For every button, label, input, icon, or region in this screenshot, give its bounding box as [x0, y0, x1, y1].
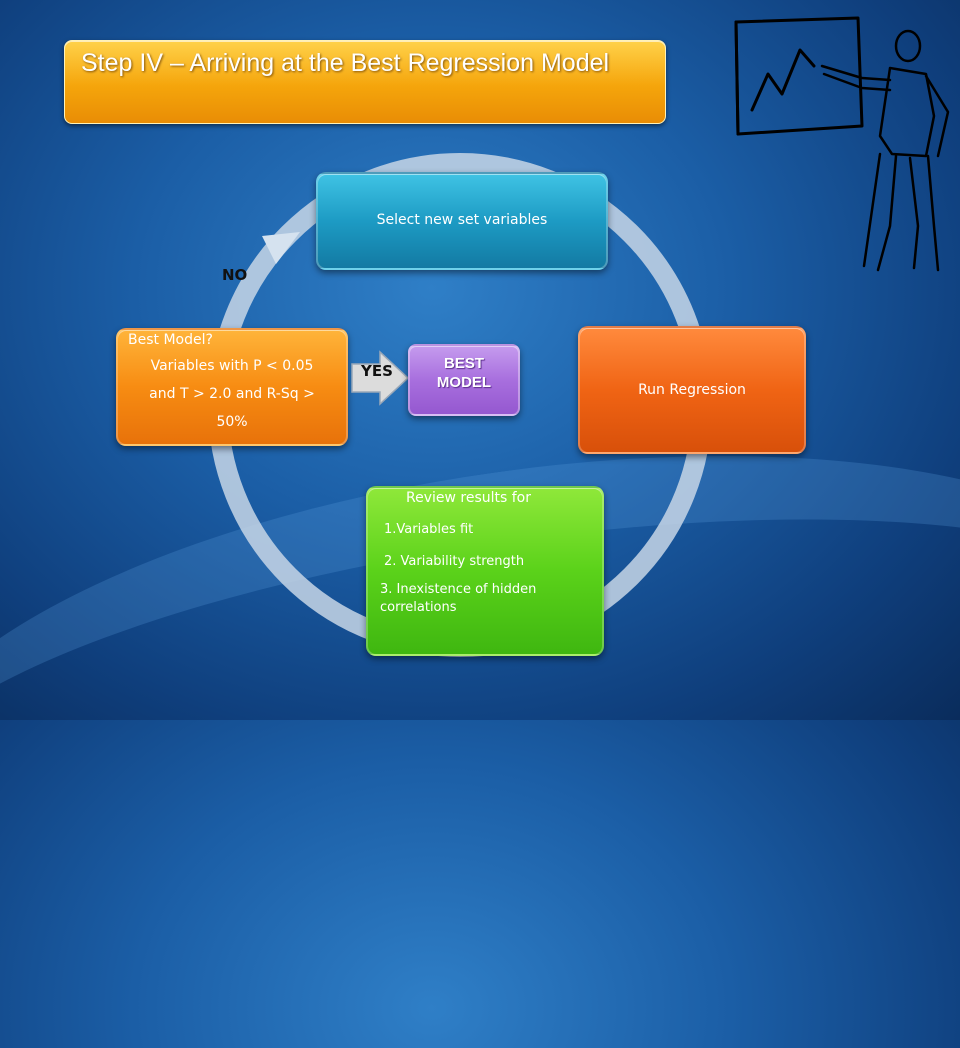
best-model-result-line2: MODEL	[436, 374, 492, 391]
best-model-result-label: BEST MODEL	[410, 354, 518, 392]
best-model-criteria-3: 50%	[216, 414, 248, 430]
best-model-result-box: BEST MODEL	[408, 344, 520, 416]
select-variables-box: Select new set variables	[316, 172, 608, 270]
best-model-criteria-1: Variables with P < 0.05	[150, 358, 314, 374]
presenter-clipart-icon	[734, 16, 950, 272]
select-variables-label: Select new set variables	[376, 212, 548, 228]
no-label: NO	[222, 266, 248, 284]
review-results-box: Review results for 1.Variables fit 2. Va…	[366, 486, 604, 656]
review-item-1: 1.Variables fit	[384, 522, 474, 537]
best-model-check-box: Best Model? Variables with P < 0.05 and …	[116, 328, 348, 446]
review-item-3: 3. Inexistence of hidden	[380, 582, 537, 597]
best-model-result-line1: BEST	[443, 355, 484, 372]
review-item-2: 2. Variability strength	[384, 554, 525, 569]
yes-arrow-icon	[351, 350, 410, 406]
review-item-3-cont: correlations	[380, 600, 457, 615]
run-regression-box: Run Regression	[578, 326, 806, 454]
run-regression-label: Run Regression	[638, 382, 746, 398]
slide-title: Step IV – Arriving at the Best Regressio…	[81, 49, 610, 77]
cycle-arrowhead-icon	[262, 232, 300, 264]
title-banner: Step IV – Arriving at the Best Regressio…	[64, 40, 666, 124]
best-model-criteria-2: and T > 2.0 and R-Sq >	[149, 386, 315, 402]
review-heading: Review results for	[406, 490, 532, 506]
best-model-question: Best Model?	[128, 332, 213, 348]
yes-label: YES	[361, 362, 393, 380]
